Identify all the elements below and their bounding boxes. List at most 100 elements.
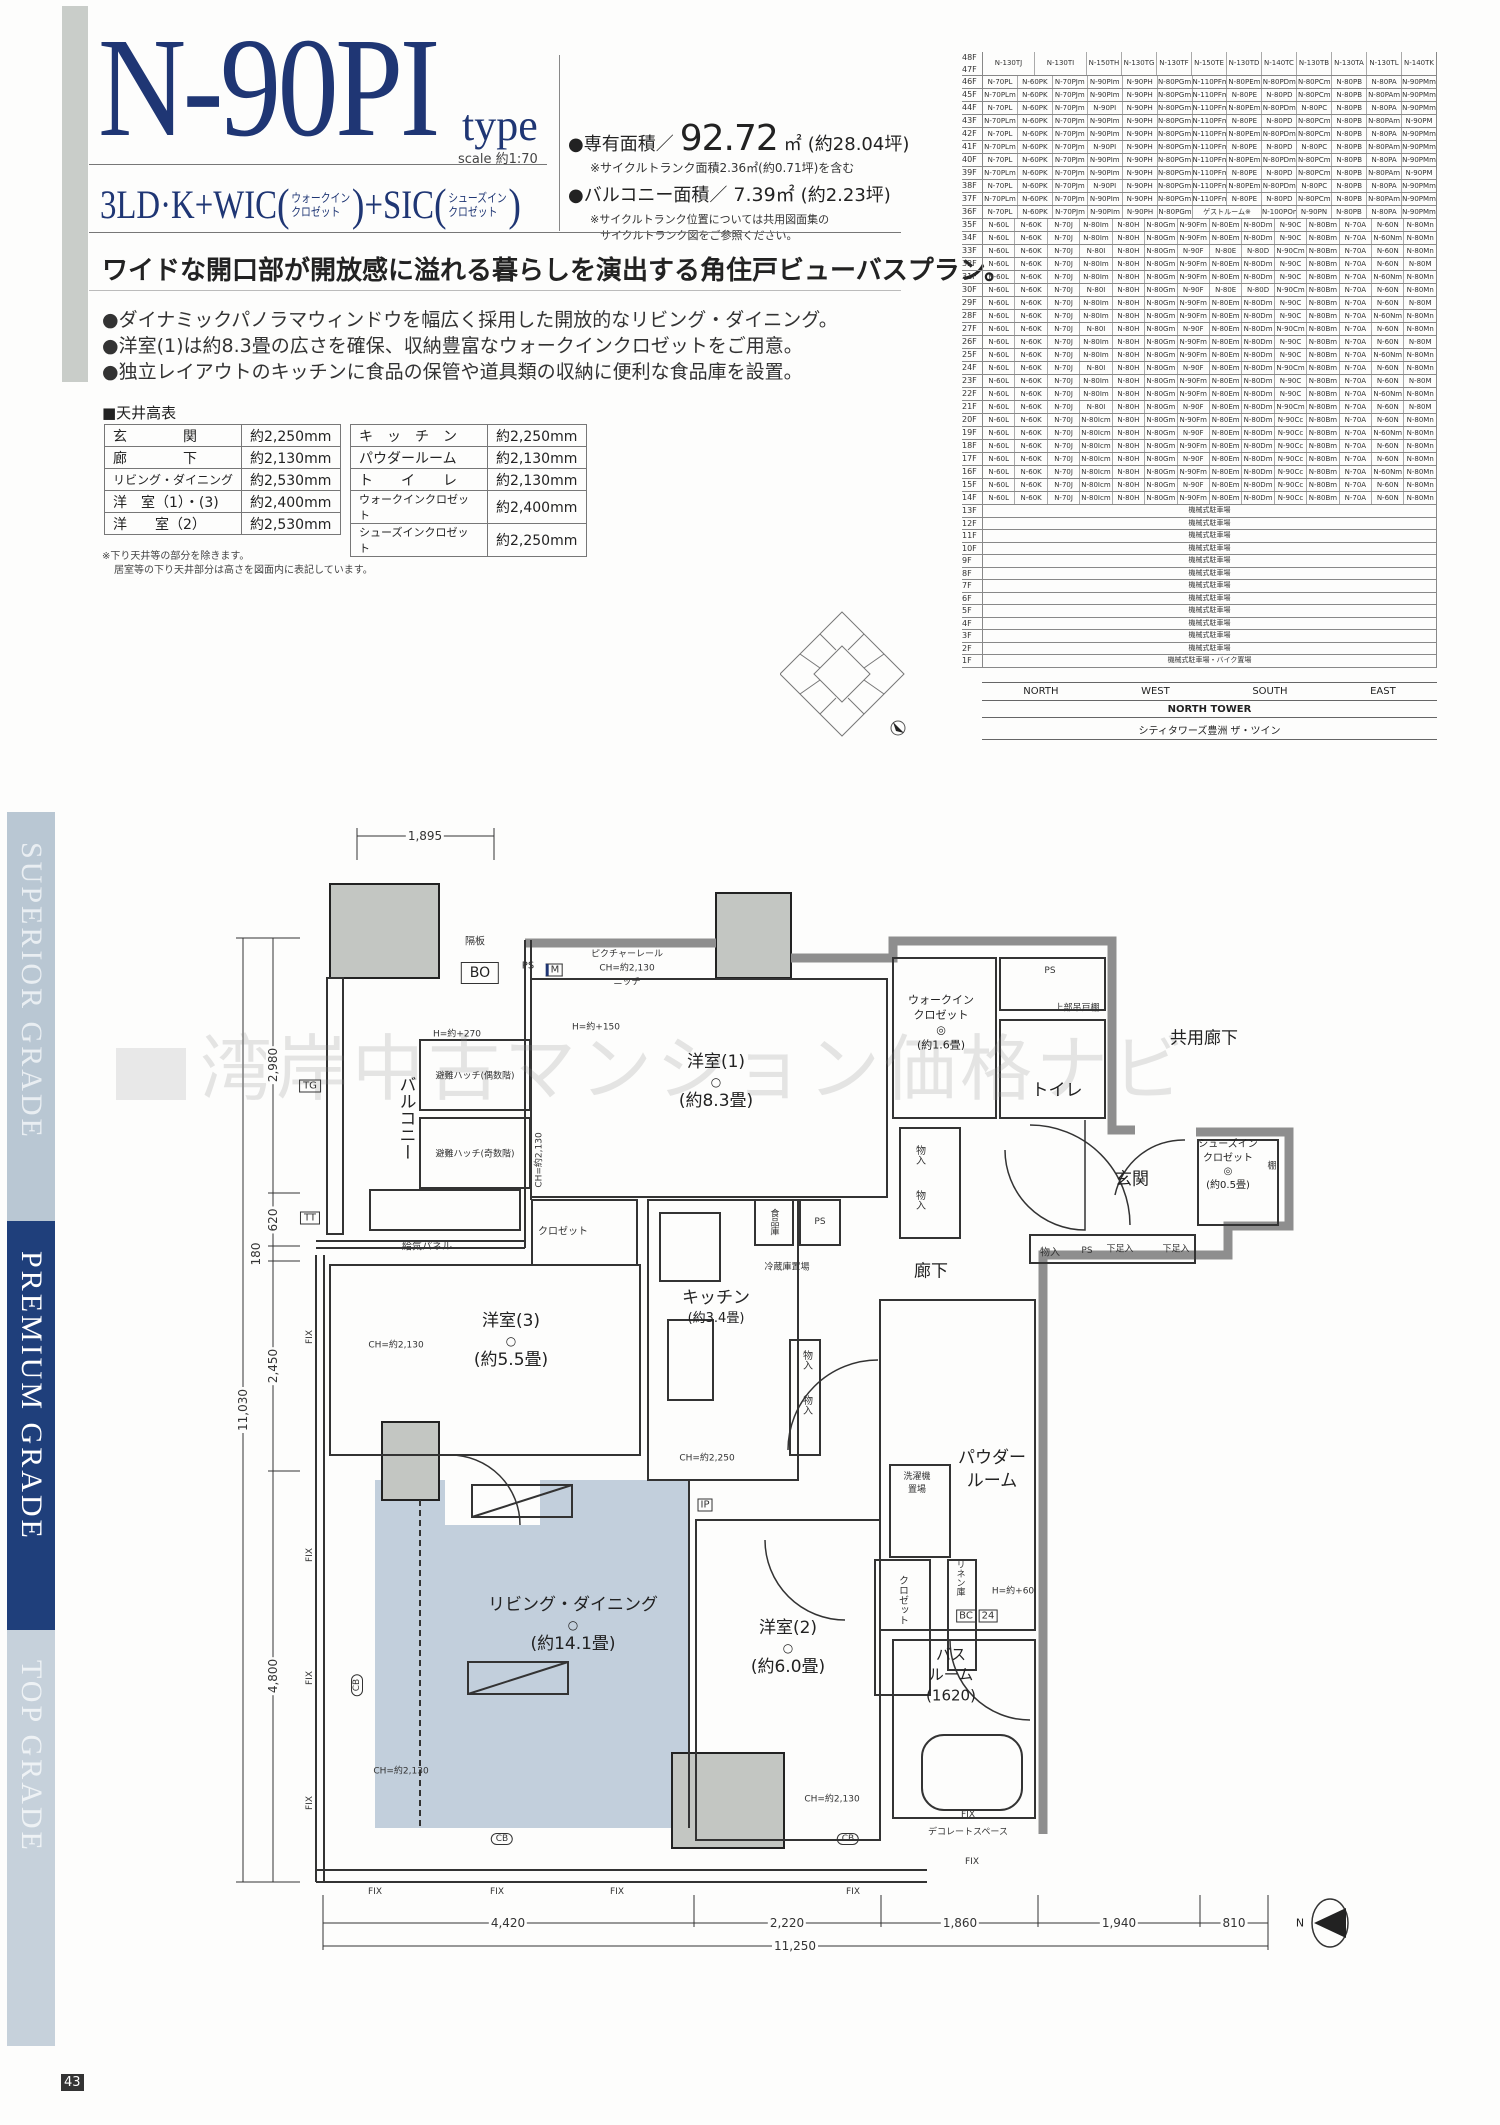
unit-cell: N-60K xyxy=(1015,245,1048,257)
floor-label: 10F xyxy=(962,543,977,553)
unit-cell: N-60N xyxy=(1372,414,1405,426)
unit-cell: N-80M xyxy=(1408,260,1432,268)
unit-cell: N-60L xyxy=(983,466,1016,478)
room-name: 洋室(1) xyxy=(686,1051,746,1072)
unit-cell: N-80H xyxy=(1113,388,1146,400)
unit-cell: N-90PN xyxy=(1297,206,1332,218)
fix-label: FIX xyxy=(305,1330,315,1344)
unit-cell: N-70J xyxy=(1048,284,1081,296)
height-label: H=約+270 xyxy=(432,1029,482,1040)
unit-cell: N-90PH xyxy=(1123,76,1158,88)
unit-cell: N-80PA xyxy=(1367,180,1403,192)
unit-cell: N-60K xyxy=(1015,388,1048,400)
unit-cell: N-90C xyxy=(1275,271,1308,283)
unit-cell: ゲストルーム※ xyxy=(1193,206,1262,218)
unit-cell: N-60L xyxy=(983,388,1016,400)
unit-cell: N-70PJm xyxy=(1053,180,1088,192)
niche-label: ニッチ xyxy=(613,977,641,988)
scale-label: scale 約1:70 xyxy=(458,152,538,167)
unit-cell: N-90PIm xyxy=(1088,154,1123,166)
room-name: 洋室(2) xyxy=(758,1617,818,1638)
unit-cell: N-70A xyxy=(1340,427,1373,439)
unit-cell: N-60N xyxy=(1372,479,1405,491)
unit-cell: N-80Mn xyxy=(1406,455,1434,463)
floor-label: 21F xyxy=(962,402,977,411)
unit-cell: N-80PGm xyxy=(1158,76,1193,88)
unit-cell: N-80Dm xyxy=(1242,349,1275,361)
fix-label: FIX xyxy=(961,1810,975,1820)
floor-label: 23F xyxy=(962,376,977,385)
unit-cell: N-80H xyxy=(1113,232,1146,244)
unit-cell: N-70A xyxy=(1340,401,1373,413)
bc-label: BC xyxy=(956,1609,976,1623)
floor-label: 12F xyxy=(962,518,977,528)
unit-cell: N-80Mn xyxy=(1406,494,1434,502)
title-accent-bar xyxy=(62,6,88,382)
unit-cell: N-80Mn xyxy=(1406,286,1434,294)
unit-cell: N-90PMm xyxy=(1402,195,1436,203)
unit-cell: N-80PEm xyxy=(1228,180,1263,192)
unit-cell: N-90Cm xyxy=(1275,401,1308,413)
unit-cell: N-80Em xyxy=(1210,258,1243,270)
parking-cell: 機械式駐車場 xyxy=(1188,581,1231,589)
unit-cell: N-80D xyxy=(1242,245,1275,257)
unit-cell: N-90Cm xyxy=(1275,323,1308,335)
unit-cell: N-90PMm xyxy=(1402,130,1436,138)
unit-cell: N-80PDm xyxy=(1262,180,1298,192)
unit-cell: N-70A xyxy=(1340,284,1373,296)
unit-cell: N-110PFm xyxy=(1192,102,1228,114)
grade-label: PREMIUM GRADE xyxy=(15,1251,48,1541)
unit-cell: N-80H xyxy=(1113,479,1146,491)
parking-cell: 機械式駐車場・バイク置場 xyxy=(1167,656,1252,664)
unit-cell: N-60PK xyxy=(1018,89,1053,101)
floor-label: 26F xyxy=(962,337,977,346)
unit-cell: N-60N xyxy=(1372,440,1405,452)
unit-cell: N-80Bm xyxy=(1307,479,1340,491)
unit-cell: N-90C xyxy=(1275,349,1308,361)
unit-cell: N-60L xyxy=(983,232,1016,244)
unit-cell: N-80Mn xyxy=(1406,221,1434,229)
unit-cell: N-80Dm xyxy=(1242,258,1275,270)
table-row: 洋 室（2）約2,530mm xyxy=(104,512,341,535)
unit-cell: N-70J xyxy=(1048,245,1081,257)
ceiling-height: 約2,130mm xyxy=(487,446,587,469)
unit-cell: N-80Gm xyxy=(1145,492,1178,504)
grade-label: SUPERIOR GRADE xyxy=(15,842,48,1140)
sic-line2: クロゼット xyxy=(448,204,498,219)
unit-cell: N-70PJm xyxy=(1053,193,1088,205)
unit-cell: N-80Mn xyxy=(1406,247,1434,255)
unit-cell: N-80Im xyxy=(1080,375,1113,387)
unit-cell: N-80Dm xyxy=(1242,219,1275,231)
unit-cell: N-80Gm xyxy=(1145,388,1178,400)
unit-cell: N-90C xyxy=(1275,297,1308,309)
room-name: リビング・ダイニング xyxy=(488,1594,658,1615)
floor-units: 機械式駐車場 xyxy=(982,530,1437,542)
unit-cell: N-80PC xyxy=(1297,102,1333,114)
unit-cell: N-80Em xyxy=(1210,362,1243,374)
watermark-logo: 湾岸中古マンション価格ナビ xyxy=(116,1010,1188,1115)
unit-cell: N-70PL xyxy=(983,76,1018,88)
unit-cell: N-80Em xyxy=(1210,310,1243,322)
unit-cell: N-80Em xyxy=(1210,219,1243,231)
unit-cell: N-70PL xyxy=(983,128,1018,140)
unit-cell: N-60N xyxy=(1372,336,1405,348)
unit-cell: N-80H xyxy=(1113,375,1146,387)
unit-cell: N-80M xyxy=(1408,338,1432,346)
floor-label: 2F xyxy=(962,643,972,653)
unit-cell: N-80Icm xyxy=(1080,440,1113,452)
